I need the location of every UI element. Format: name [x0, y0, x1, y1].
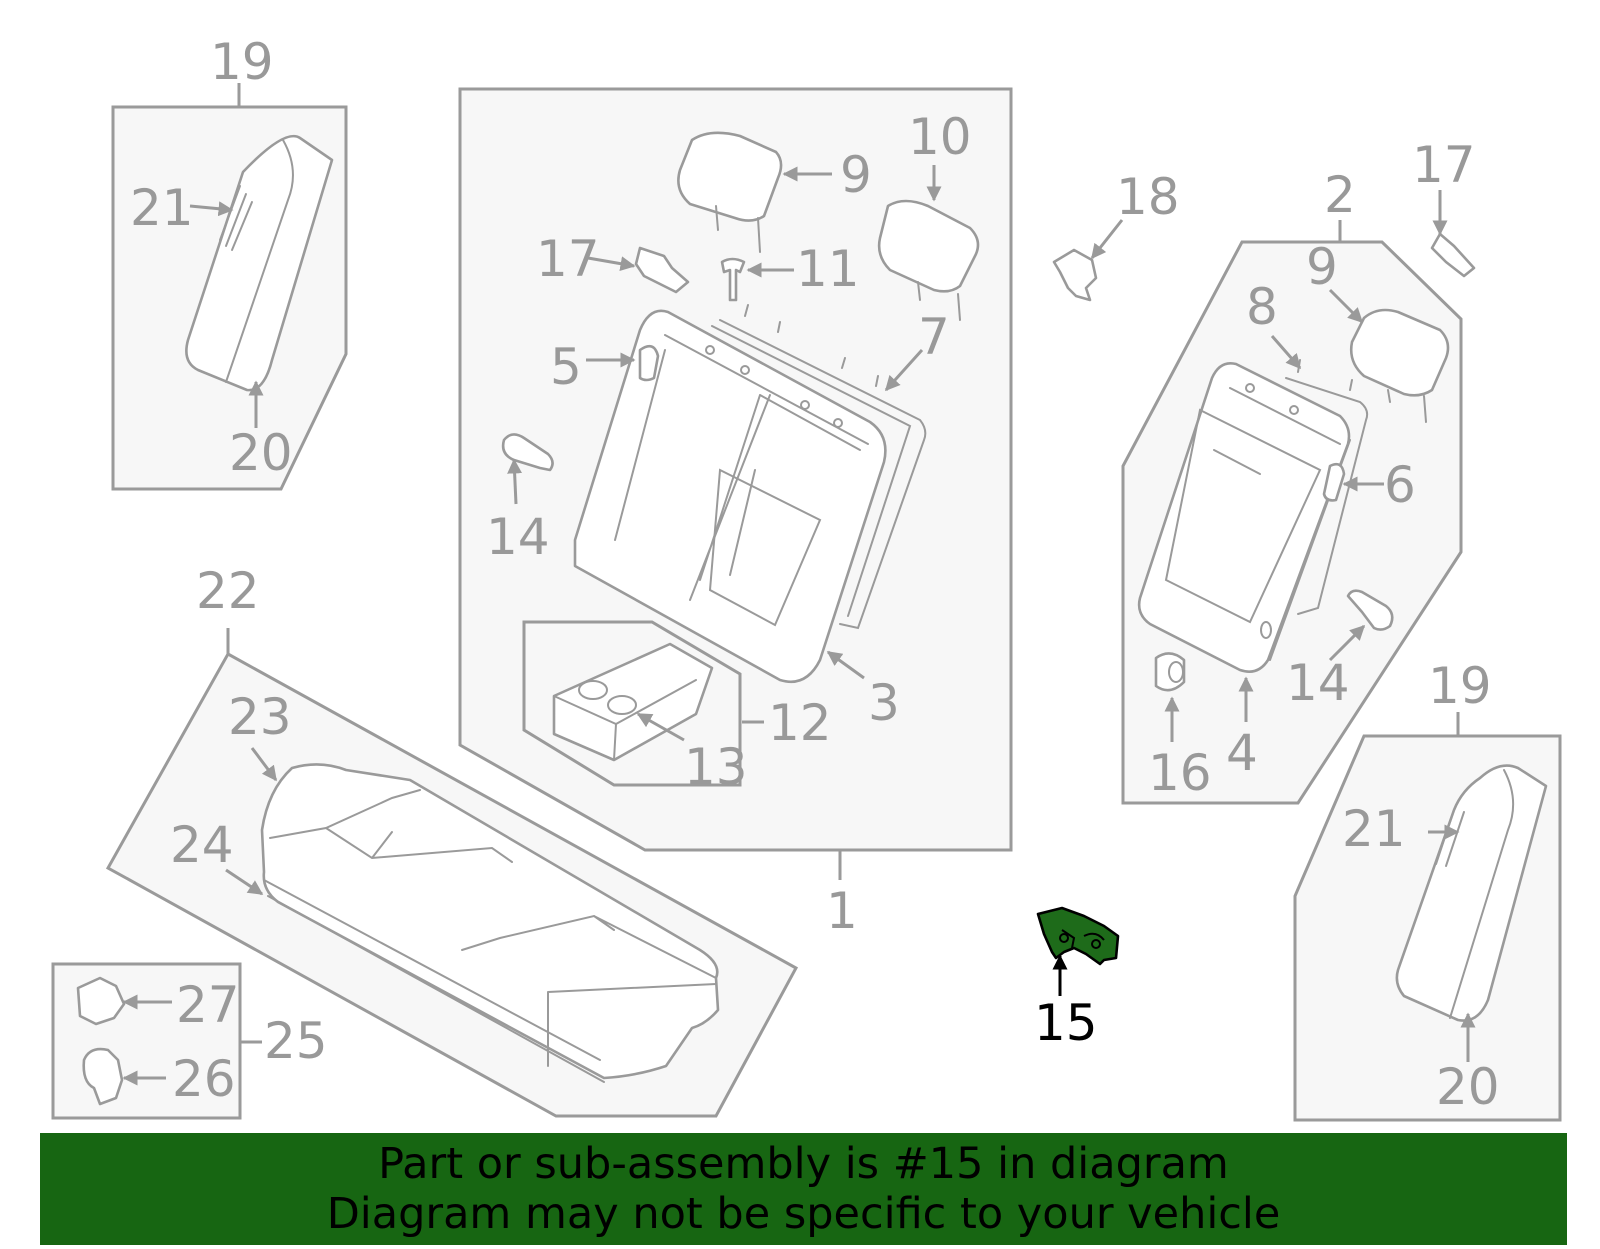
clip-26[interactable]	[82, 1047, 124, 1106]
armrest-group-right	[1293, 712, 1562, 1122]
headrest-center[interactable]	[677, 131, 783, 222]
callout-2: 2	[1324, 166, 1356, 224]
part-15[interactable]	[1036, 906, 1120, 966]
bracket-17-right-group	[1430, 190, 1476, 278]
seatback-side-cushion[interactable]	[1137, 362, 1351, 673]
callout-11: 11	[796, 240, 860, 298]
callout-5: 5	[550, 338, 582, 396]
callout-12: 12	[768, 694, 832, 752]
bracket-18-group	[1052, 219, 1124, 302]
callout-16: 16	[1148, 744, 1212, 802]
center-armrest[interactable]	[552, 642, 714, 762]
callout-14-right: 14	[1286, 654, 1350, 712]
bracket-17-right[interactable]	[1430, 232, 1476, 278]
callout-9-center: 9	[840, 146, 872, 204]
seatback-side-assembly	[1121, 220, 1463, 805]
banner-line-disclaimer: Diagram may not be specific to your vehi…	[326, 1189, 1281, 1239]
callout-19-left: 19	[210, 33, 274, 91]
cap-left[interactable]	[501, 433, 554, 472]
callout-20-left: 20	[229, 424, 293, 482]
banner-line-part: Part or sub-assembly is #15 in diagram	[378, 1139, 1229, 1189]
callout-21-left: 21	[130, 179, 194, 237]
callout-26: 26	[172, 1050, 236, 1108]
callout-10: 10	[908, 108, 972, 166]
callout-labels: 19 21 20 9 10 17 11 5 7 14 3 12 13 1 18 …	[130, 33, 1500, 1116]
armrest-group-left	[111, 83, 348, 491]
headrest-right[interactable]	[877, 199, 980, 293]
callout-15: 15	[1034, 994, 1098, 1052]
callout-18: 18	[1116, 168, 1180, 226]
seat-cushion[interactable]	[260, 763, 720, 1080]
callout-17-right: 17	[1412, 136, 1476, 194]
callout-7: 7	[918, 308, 950, 366]
seatback-assembly	[458, 87, 1013, 880]
seat-cushion-group	[105, 628, 799, 1118]
bracket-center[interactable]	[634, 246, 690, 294]
callout-27: 27	[176, 976, 240, 1034]
callout-3: 3	[868, 674, 900, 732]
callout-8: 8	[1246, 278, 1278, 336]
clip-27[interactable]	[76, 976, 126, 1026]
callout-22: 22	[196, 562, 260, 620]
callout-1: 1	[826, 882, 858, 940]
callout-6: 6	[1384, 456, 1416, 514]
highlighted-part-15	[1036, 906, 1120, 996]
callout-23: 23	[228, 688, 292, 746]
info-banner: Part or sub-assembly is #15 in diagram D…	[40, 1133, 1567, 1245]
callout-14-left: 14	[486, 508, 550, 566]
callout-13: 13	[684, 738, 748, 796]
cap-right[interactable]	[1346, 589, 1394, 631]
side-knob[interactable]	[1322, 462, 1346, 502]
callout-20-right: 20	[1436, 1058, 1500, 1116]
bracket-18[interactable]	[1052, 248, 1098, 302]
callout-17-center: 17	[536, 230, 600, 288]
headrest-guide[interactable]	[720, 257, 746, 302]
callout-25: 25	[264, 1012, 328, 1070]
callout-21-right: 21	[1342, 800, 1406, 858]
callout-4: 4	[1226, 724, 1258, 782]
callout-9-right: 9	[1306, 238, 1338, 296]
clips-group	[51, 962, 262, 1120]
headrest-side[interactable]	[1349, 308, 1450, 397]
callout-24: 24	[170, 816, 234, 874]
release-knob[interactable]	[638, 344, 660, 382]
callout-19-right: 19	[1428, 657, 1492, 715]
